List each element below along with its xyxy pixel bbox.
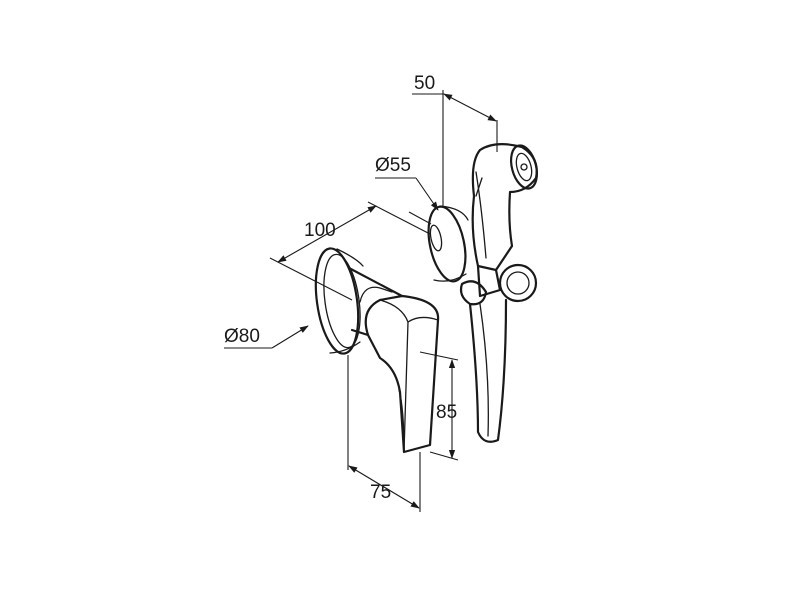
wall-rosette (314, 247, 364, 355)
mixer-lever (364, 294, 440, 454)
dim-depth: 100 (269, 201, 431, 301)
shower-hose (468, 298, 508, 443)
shower-holder (427, 205, 469, 283)
dim-holder-diameter: Ø55 (375, 155, 439, 225)
label-rosette-diameter: Ø80 (224, 326, 260, 347)
label-lever-height: 85 (436, 402, 457, 423)
mixer-body (347, 266, 404, 337)
label-spout-offset: 50 (414, 73, 435, 94)
dim-rosette-diameter: Ø80 (224, 325, 309, 349)
label-depth: 100 (304, 220, 336, 241)
label-lever-width: 75 (370, 482, 391, 503)
label-holder-diameter: Ø55 (375, 155, 411, 176)
dim-lever-height: 85 (419, 351, 459, 461)
dim-lever-width: 75 (347, 355, 421, 512)
hose-connector (459, 263, 538, 306)
dim-spout-offset: 50 (412, 73, 498, 208)
hand-shower (471, 143, 539, 272)
